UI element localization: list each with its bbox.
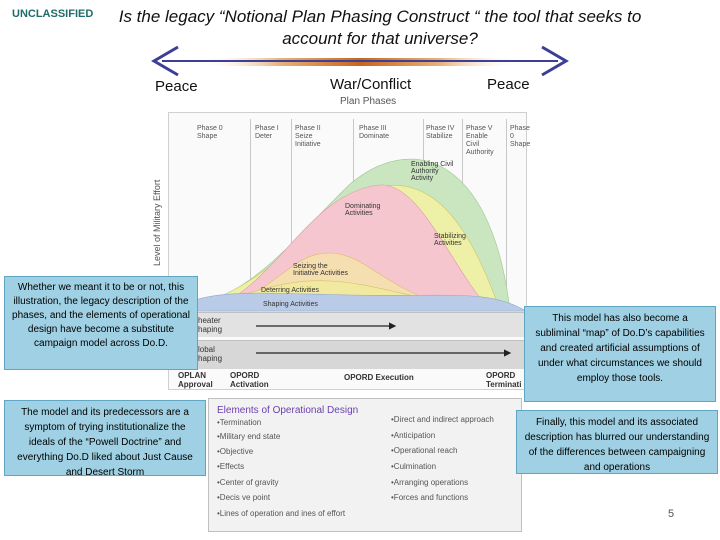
- element-item: •Termination: [217, 418, 262, 427]
- element-item: •Operational reach: [391, 446, 458, 455]
- slide-title: Is the legacy “Notional Plan Phasing Con…: [118, 7, 642, 48]
- curve-shaping: [169, 292, 526, 312]
- milestone-opord-execution: OPORD Execution: [344, 373, 414, 382]
- phase-divider: [250, 119, 251, 307]
- element-item: •Lines of operation and ines of effort: [217, 509, 346, 518]
- element-item: •Anticipation: [391, 431, 436, 440]
- elements-title: Elements of Operational Design: [217, 405, 359, 416]
- effort-curves: [169, 158, 526, 312]
- peace-war-peace-arrow: [151, 45, 569, 77]
- arrow-left-head: [151, 45, 179, 77]
- callout-subliminal-map: This model has also become a subliminal …: [524, 306, 716, 402]
- element-item: •Center of gravity: [217, 478, 279, 487]
- element-item: •Culmination: [391, 462, 437, 471]
- curve-label-deterring: Deterring Activities: [261, 287, 319, 294]
- phase-divider: [506, 119, 507, 307]
- elements-of-operational-design: Elements of Operational Design •Terminat…: [208, 398, 522, 532]
- phase-divider: [291, 119, 292, 307]
- arrow-label-peace-right: Peace: [487, 76, 530, 93]
- callout-blurred-understanding: Finally, this model and its associated d…: [516, 410, 718, 474]
- callout-legacy-model: Whether we meant it to be or not, this i…: [4, 276, 198, 370]
- element-item: •Effects: [217, 462, 245, 471]
- slide-number: 5: [668, 508, 675, 520]
- element-item: •Objective: [217, 447, 254, 456]
- plan-phases-title: Plan Phases: [340, 96, 397, 107]
- element-item: •Arranging operations: [391, 478, 469, 487]
- row-arrows: [256, 322, 512, 357]
- element-item: •Military end state: [217, 432, 281, 441]
- element-item: •Forces and functions: [391, 493, 469, 502]
- classification-marking: UNCLASSIFIED: [12, 8, 94, 20]
- y-axis-label: Level of Military Effort: [152, 179, 162, 266]
- arrow-right-head: [541, 45, 569, 77]
- element-item: •Decis ve point: [217, 493, 271, 502]
- arrow-label-war-conflict: War/Conflict: [330, 76, 412, 93]
- element-item: •Direct and indirect approach: [391, 415, 494, 424]
- curve-label-shaping: Shaping Activities: [263, 301, 318, 308]
- arrow-label-peace-left: Peace: [155, 78, 198, 95]
- callout-powell-doctrine: The model and its predecessors are a sym…: [4, 400, 206, 478]
